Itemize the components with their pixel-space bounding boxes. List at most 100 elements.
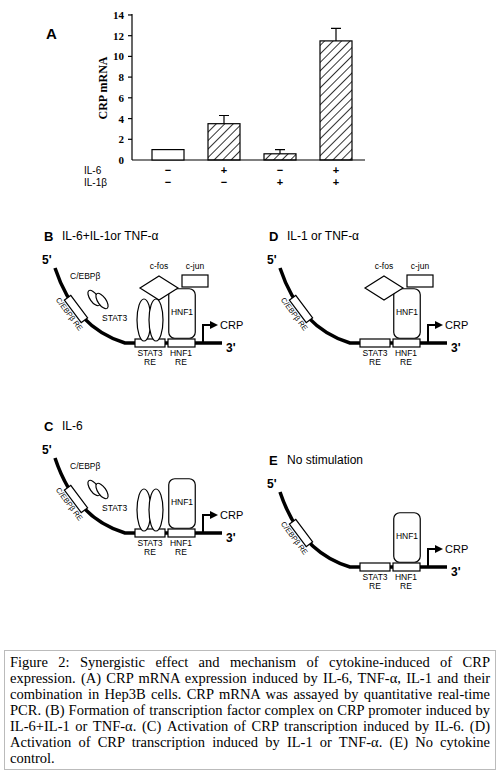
shape-outline [393, 563, 420, 571]
text-label: CRP [220, 319, 243, 331]
response-element: STAT3 RE [128, 528, 172, 560]
text-label: 5' [42, 443, 52, 457]
text-label: E [269, 453, 278, 468]
shape-outline [149, 489, 163, 531]
text-label: + [277, 176, 283, 188]
text-label: CRP [445, 319, 468, 331]
text-label: IL-1β [84, 177, 107, 188]
node-label: STAT3 [102, 314, 136, 323]
text-label: D [269, 229, 278, 244]
node-label: c-fos [363, 262, 405, 271]
text-label: 3' [451, 341, 461, 355]
transcription-arrow [428, 325, 441, 343]
text-label: 5' [42, 253, 52, 267]
node-label: STAT3 RE [135, 349, 165, 367]
hnf1-box: HNF1 [168, 288, 196, 339]
hnf1-box: HNF1 [168, 478, 196, 529]
shape-outline [94, 481, 111, 500]
text-label: − [221, 176, 227, 188]
shape-outline [360, 339, 390, 347]
tick [128, 76, 132, 77]
text-label: 14 [113, 9, 124, 21]
text-label: 3' [226, 531, 236, 545]
cfos-diamond: c-fos [363, 262, 405, 302]
shape-outline [135, 339, 165, 347]
text-label: A [46, 25, 57, 42]
stat3-dimer: STAT3 [102, 486, 164, 532]
node-label: HNF1 RE [165, 349, 197, 367]
hnf1-box: HNF1 [393, 512, 421, 563]
transcription-arrow [203, 325, 216, 343]
response-element: STAT3 RE [128, 338, 172, 370]
transcription-arrow [203, 515, 216, 533]
text-label: IL-6 [84, 165, 101, 176]
node-label: HNF1 [393, 308, 421, 317]
shape-outline [169, 289, 196, 339]
shape-outline [94, 291, 111, 310]
shape-outline [182, 275, 208, 287]
shape-outline [168, 529, 195, 537]
text-label: No stimulation [287, 453, 363, 467]
node-label: HNF1 RE [390, 573, 422, 591]
node-label: c-jun [405, 262, 435, 271]
text-label: CRP [220, 509, 243, 521]
text-label: + [333, 164, 339, 176]
text-label: IL-1 or TNF-α [287, 229, 359, 243]
response-element: HNF1 RE [161, 528, 203, 560]
hnf1-box: HNF1 [393, 288, 421, 339]
node-label: HNF1 RE [165, 539, 197, 557]
shape-outline [149, 299, 163, 341]
tick [128, 35, 132, 36]
text-label: 5' [267, 253, 277, 267]
bar [208, 124, 240, 160]
text-label: − [165, 164, 171, 176]
response-element: HNF1 RE [386, 338, 428, 370]
text-label: 10 [113, 50, 124, 62]
text-label: + [221, 164, 227, 176]
text-label: 5' [267, 477, 277, 491]
text-label: 3' [451, 565, 461, 579]
node-label: STAT3 RE [360, 349, 390, 367]
text-label: 0 [119, 154, 125, 166]
error-bar [275, 150, 285, 154]
text-label: IL-6+IL-1or TNF-α [62, 229, 158, 243]
node-label: c-jun [180, 262, 210, 271]
text-label: 12 [113, 30, 124, 42]
error-bar [331, 28, 341, 41]
node-label: c-fos [138, 262, 180, 271]
shape-outline [135, 529, 165, 537]
tick [128, 14, 132, 15]
text-label: 4 [119, 113, 125, 125]
response-element: STAT3 RE [353, 338, 397, 370]
text-label: C [44, 419, 53, 434]
tick [128, 56, 132, 57]
node-label: STAT3 [102, 504, 136, 513]
stat3-dimer: STAT3 [102, 296, 164, 342]
bar [152, 150, 184, 160]
tick [128, 97, 132, 98]
response-element: STAT3 RE [353, 562, 397, 594]
text-label: 6 [119, 92, 125, 104]
error-bar [219, 116, 229, 124]
shape-outline [169, 479, 196, 529]
node-label: HNF1 [168, 308, 196, 317]
node-label: C/EBPβ [70, 462, 114, 471]
node-label: STAT3 RE [360, 573, 390, 591]
cebp-protein: C/EBPβ [70, 272, 114, 308]
text-label: − [165, 176, 171, 188]
tick [128, 118, 132, 119]
text-label: B [44, 229, 53, 244]
shape-outline [407, 275, 433, 287]
node-label: HNF1 [393, 532, 421, 541]
shape-outline [394, 289, 421, 339]
tick [128, 139, 132, 140]
cjun-box: c-jun [180, 262, 210, 290]
cjun-box: c-jun [405, 262, 435, 290]
text-label: + [333, 176, 339, 188]
response-element: HNF1 RE [386, 562, 428, 594]
node-label: STAT3 RE [135, 539, 165, 557]
shape-outline [394, 513, 421, 563]
text-label: CRP mRNA [96, 57, 111, 120]
text-label: 2 [119, 133, 125, 145]
